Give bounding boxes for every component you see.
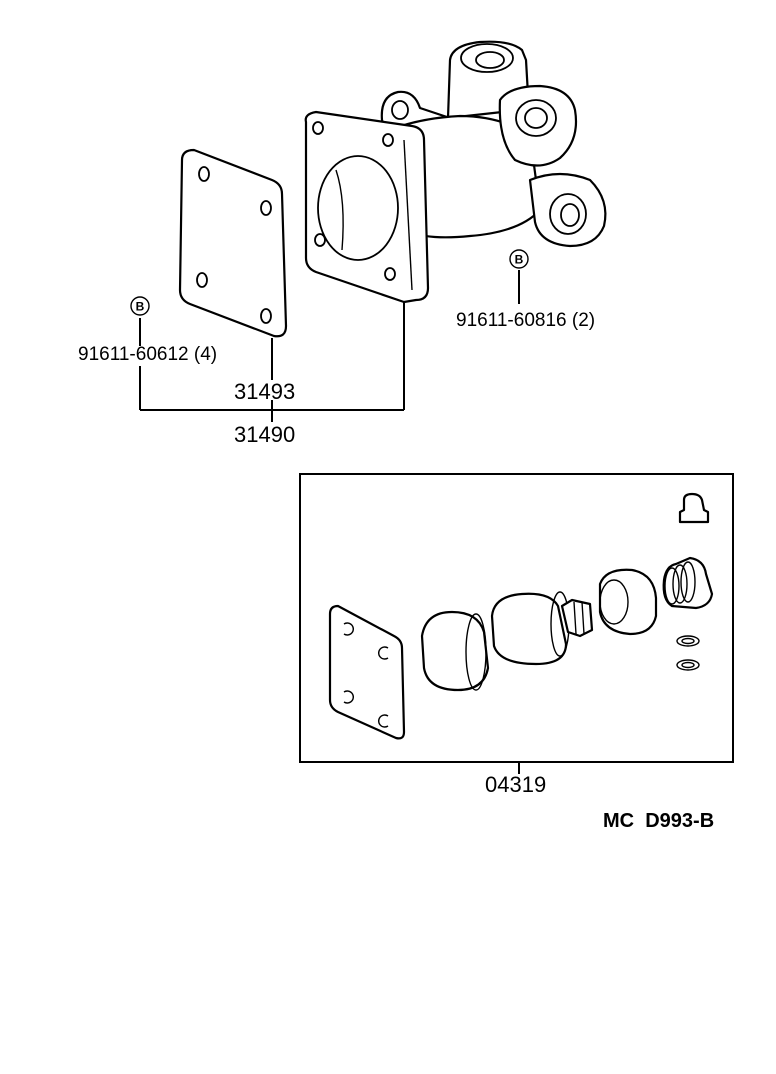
label-bolt-right: 91611-60816 (2) <box>456 310 595 331</box>
kit-boot <box>662 556 714 610</box>
kit-gasket <box>328 604 406 740</box>
label-bolt-left: 91611-60612 (4) <box>78 344 217 365</box>
label-repair-kit: 04319 <box>485 772 546 797</box>
badge-left: B <box>130 296 150 316</box>
kit-rings <box>676 635 700 671</box>
diagram-code: MC D993-B <box>603 810 714 832</box>
svg-text:B: B <box>136 300 145 314</box>
kit-cap <box>678 492 710 524</box>
cylinder-body <box>304 40 607 304</box>
leader-lines <box>139 270 520 774</box>
badge-right: B <box>509 249 529 269</box>
label-gasket: 31493 <box>234 379 295 404</box>
kit-piston <box>490 591 594 666</box>
svg-text:B: B <box>515 253 524 267</box>
label-assembly: 31490 <box>234 422 295 447</box>
kit-piston-cup <box>420 610 490 692</box>
gasket-plate <box>178 148 288 338</box>
kit-seal <box>598 568 658 636</box>
repair-kit-box <box>299 473 734 763</box>
